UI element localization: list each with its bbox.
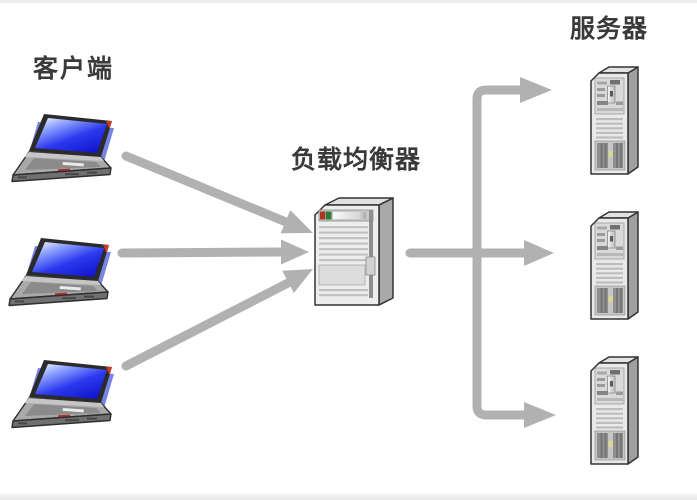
arrow-client2-to-load-balancer — [117, 239, 309, 265]
arrow-load-balancer-to-server2 — [405, 240, 554, 266]
server-1 tower-server-icon — [590, 66, 639, 175]
arrow-client3-to-load-balancer — [121, 269, 313, 371]
client-laptop-1 laptop-icon — [11, 113, 115, 183]
load-balancer-icon — [314, 197, 394, 306]
server-3 tower-server-icon — [590, 356, 639, 465]
client-laptop-2 laptop-icon — [8, 237, 112, 307]
servers-label: 服务器 — [570, 15, 649, 43]
arrow-branch-to-server1-and-server3 — [472, 77, 556, 428]
arrow-client1-to-load-balancer — [121, 151, 313, 234]
client-laptop-3 laptop-icon — [11, 359, 115, 429]
server-2 tower-server-icon — [590, 211, 639, 320]
bottom-edge-strip — [0, 493, 697, 500]
clients-label: 客户端 — [33, 55, 115, 83]
top-edge-strip — [0, 0, 697, 3]
load-balancer-label: 负载均衡器 — [291, 146, 422, 174]
